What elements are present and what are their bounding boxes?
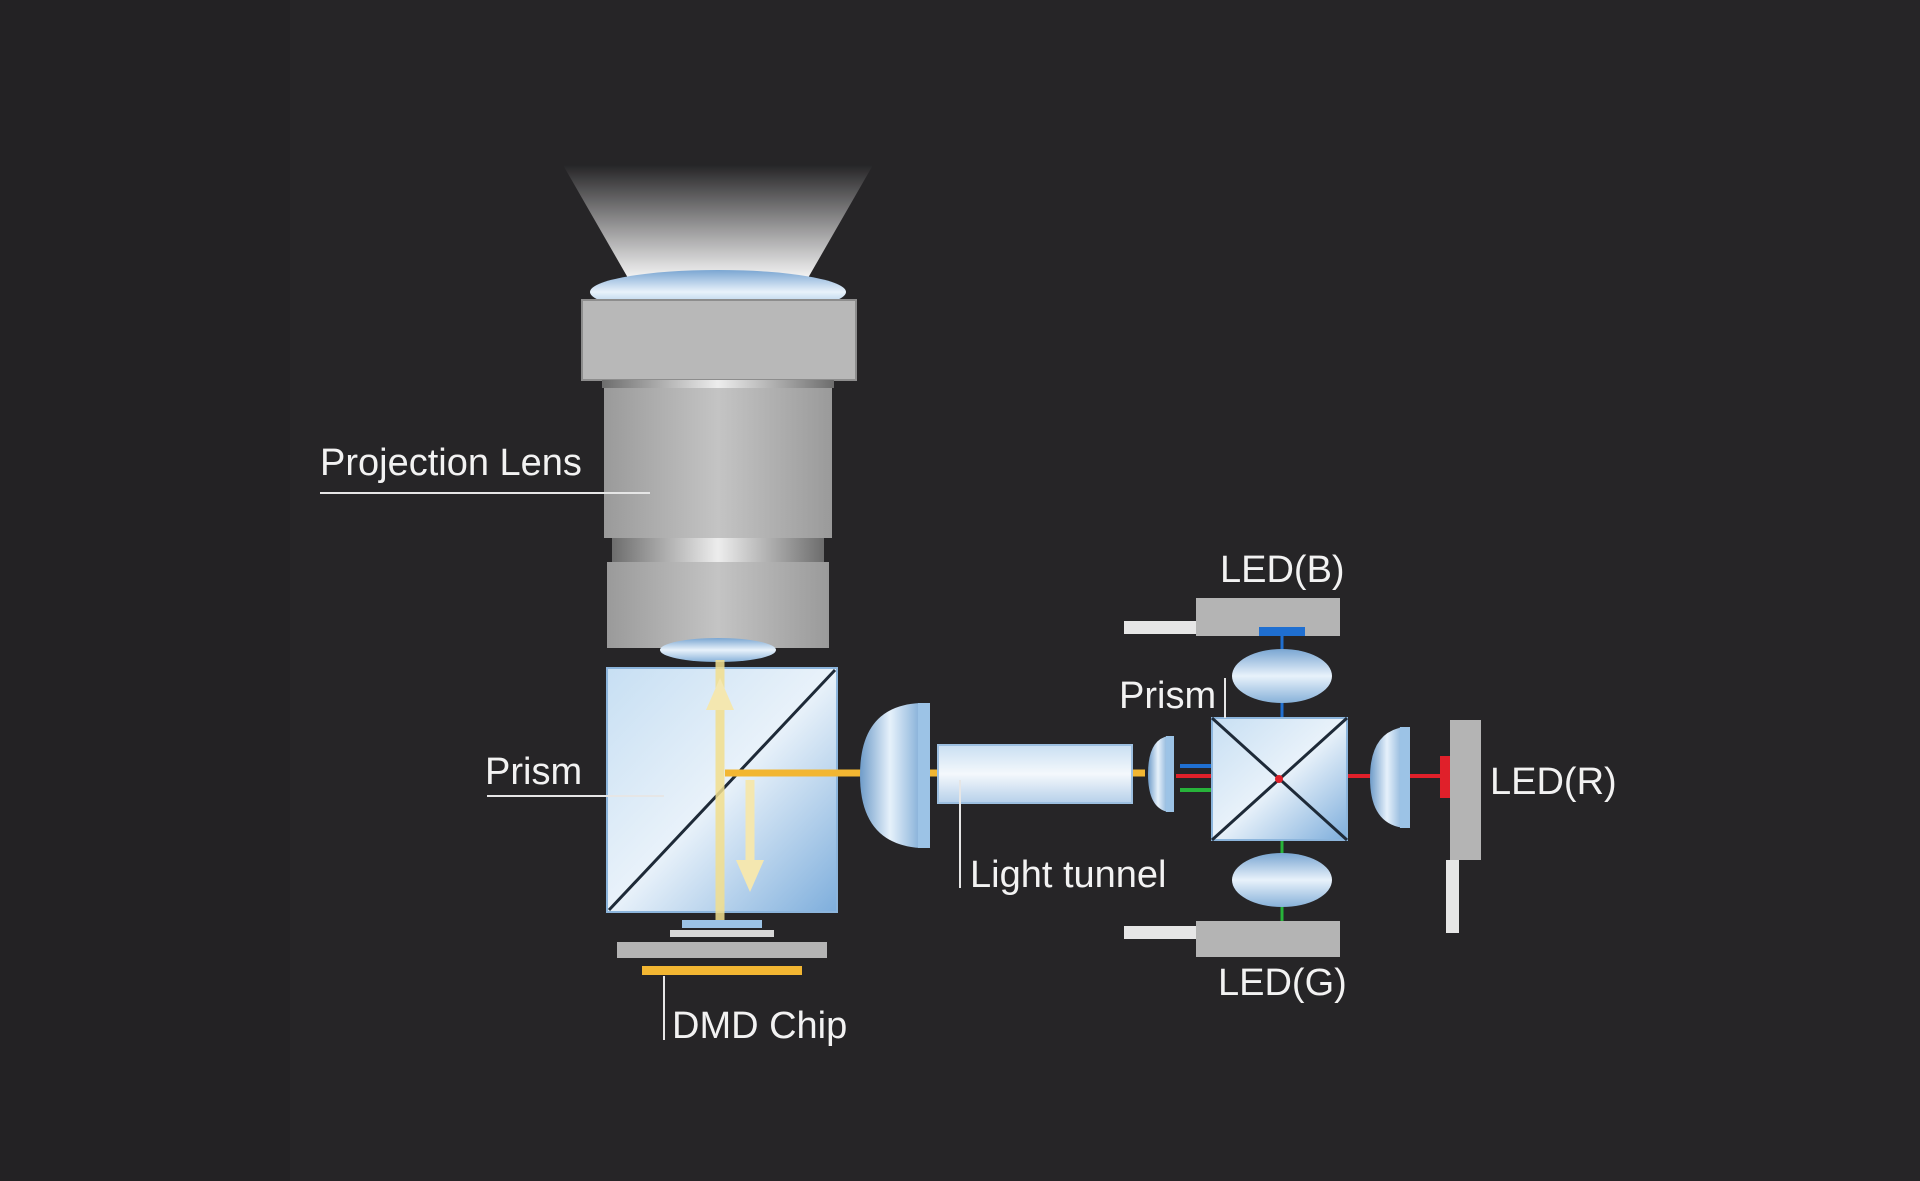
led-r-board [1450, 720, 1481, 860]
led-r-lead [1446, 860, 1459, 933]
dmd-window [670, 930, 774, 937]
led-g-lens [1232, 853, 1332, 907]
up-arrow [706, 678, 734, 710]
led-g-board [1196, 921, 1340, 957]
condenser-lens [860, 703, 920, 848]
label-prism-right: Prism [1119, 675, 1216, 717]
label-projection-lens: Projection Lens [320, 442, 582, 484]
led-b-emitter [1259, 627, 1305, 636]
lens-ring [602, 380, 834, 388]
label-led-b: LED(B) [1220, 549, 1345, 591]
label-led-r: LED(R) [1490, 761, 1617, 803]
lens-middle-barrel [604, 388, 832, 538]
projected-light-beam [563, 165, 873, 278]
dmd-substrate [642, 966, 802, 975]
lens-front-barrel [581, 299, 857, 381]
combiner-output-lens [1148, 736, 1168, 812]
condenser-lens-edge [918, 703, 930, 848]
dmd-board [617, 942, 827, 958]
down-arrow [736, 860, 764, 892]
led-r-lens [1370, 727, 1404, 828]
rear-lens-element [660, 638, 776, 662]
led-r-lens-edge [1400, 727, 1410, 828]
led-r-emitter [1440, 756, 1450, 798]
dmd-mirror [682, 920, 762, 928]
dmd-chip [617, 920, 827, 975]
led-b-lens [1232, 649, 1332, 703]
leader-lines [320, 492, 1226, 1040]
x-cube-center [1275, 775, 1283, 783]
lens-rear-barrel [607, 562, 829, 648]
led-b-lead [1124, 621, 1196, 634]
light-tunnel [937, 744, 1133, 804]
label-dmd-chip: DMD Chip [672, 1005, 847, 1047]
projection-lens [563, 165, 873, 662]
label-led-g: LED(G) [1218, 962, 1347, 1004]
background-band [0, 0, 290, 1181]
led-combiner [1124, 598, 1481, 957]
label-prism-left: Prism [485, 751, 582, 793]
lens-focus-ring [612, 538, 824, 562]
led-g-lead [1124, 926, 1196, 939]
combiner-output-lens-edge [1166, 736, 1174, 812]
label-light-tunnel: Light tunnel [970, 854, 1167, 896]
